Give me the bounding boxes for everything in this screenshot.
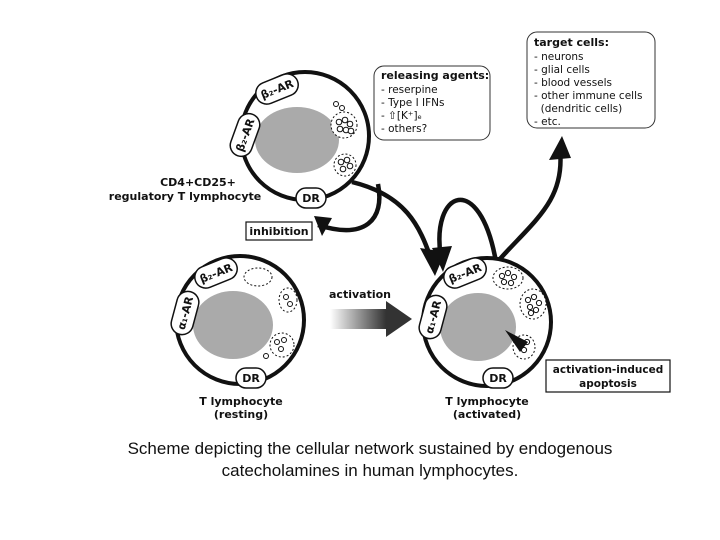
arrowheads [314, 136, 571, 276]
treg-vesicles [330, 101, 358, 177]
resting-vesicles [243, 267, 298, 359]
caption-line1: Scheme depicting the cellular network su… [127, 439, 613, 458]
target-cell-item: - blood vessels [534, 77, 612, 89]
apoptosis-pointer [505, 330, 528, 352]
svg-text:DR: DR [242, 372, 260, 385]
treg-nucleus [255, 107, 339, 173]
arrowhead-inhibition [314, 216, 332, 236]
treg-cell: β₂-AR β₂-AR DR CD4+CD25+ regulatory T ly… [109, 70, 371, 209]
activated-loop-arrow [437, 197, 499, 263]
target-cell-item: - neurons [534, 51, 584, 63]
activation-arrow: activation [329, 288, 412, 337]
resting-label-line2: (resting) [214, 408, 268, 421]
resting-receptor-side: α₁-AR [170, 290, 200, 336]
activated-vesicles [492, 266, 547, 360]
resting-dr: DR [235, 367, 267, 389]
activated-receptor-top: β₂-AR [443, 257, 487, 289]
target-cell-item: (dendritic cells) [534, 103, 622, 115]
svg-text:releasing agents:: releasing agents: [381, 69, 489, 82]
treg-label-line1: CD4+CD25+ [160, 176, 236, 189]
figure-caption: Scheme depicting the cellular network su… [60, 438, 680, 482]
treg-dr: DR [295, 187, 327, 209]
releasing-agents-box: releasing agents: - reserpine - Type I I… [373, 65, 491, 141]
activated-label-line1: T lymphocyte [445, 395, 528, 408]
svg-text:activation-induced: activation-induced [553, 364, 663, 376]
inhibition-arrow [317, 183, 382, 233]
svg-text:activation: activation [329, 288, 391, 301]
caption-line2: catecholamines in human lymphocytes. [221, 461, 519, 480]
svg-text:DR: DR [302, 192, 320, 205]
arrowhead-loop [432, 246, 452, 272]
arrowhead-target [549, 136, 571, 160]
target-cell-item: - other immune cells [534, 90, 642, 102]
svg-text:apoptosis: apoptosis [579, 378, 637, 390]
resting-nucleus [193, 291, 273, 359]
svg-text:inhibition: inhibition [249, 225, 308, 238]
activated-cell: β₂-AR α₁-AR DR T lymphocyte (activated) [418, 256, 553, 421]
treg-receptor-side: β₂-AR [229, 112, 261, 158]
activated-nucleus [440, 293, 516, 361]
releasing-agent-item: - others? [381, 123, 427, 135]
activated-dr: DR [482, 367, 514, 389]
resting-label-line1: T lymphocyte [199, 395, 282, 408]
treg-label-line2: regulatory T lymphocyte [109, 190, 261, 203]
resting-cell: β₂-AR α₁-AR DR T lymphocyte (resting) [170, 254, 306, 421]
activated-label-line2: (activated) [453, 408, 521, 421]
treg-to-activated-arrow [351, 179, 435, 263]
target-cells-box: target cells: - neurons - glial cells - … [526, 31, 656, 129]
releasing-agent-item: - ⇧[K⁺]ₑ [381, 110, 422, 122]
apoptosis-box: activation-induced apoptosis [545, 359, 671, 393]
to-target-cells-arrow [497, 149, 563, 262]
svg-text:target cells:: target cells: [534, 36, 609, 49]
releasing-agent-item: - Type I IFNs [381, 97, 444, 109]
activated-receptor-side: α₁-AR [418, 294, 448, 340]
svg-text:DR: DR [489, 372, 507, 385]
inhibition-box: inhibition [245, 221, 313, 241]
releasing-agent-item: - reserpine [381, 84, 438, 96]
target-cell-item: - glial cells [534, 64, 590, 76]
target-cell-item: - etc. [534, 116, 561, 128]
